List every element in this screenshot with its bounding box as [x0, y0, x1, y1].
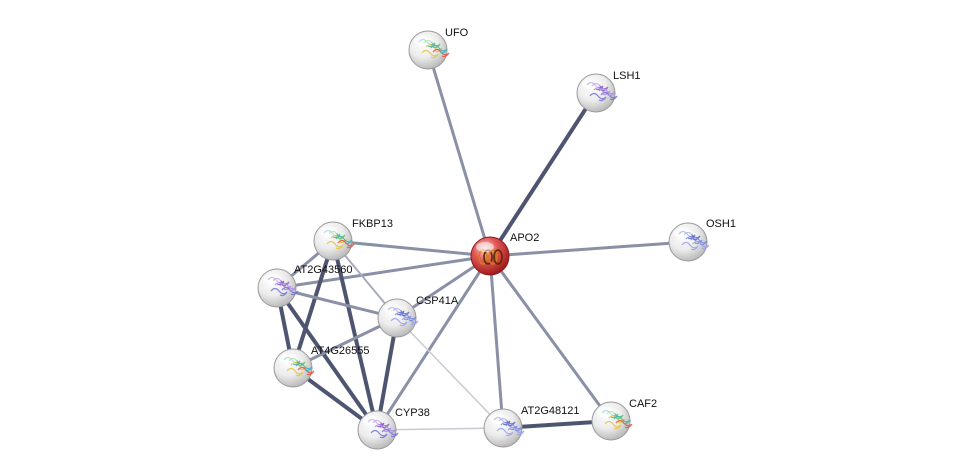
node-caf2[interactable]: CAF2	[591, 398, 657, 441]
node-gloss	[489, 414, 507, 424]
node-gloss	[383, 304, 401, 314]
node-gloss	[414, 36, 432, 46]
node-ufo[interactable]: UFO	[408, 27, 469, 70]
node-at2g48121-label: AT2G48121	[521, 405, 580, 417]
node-cyp38[interactable]: CYP38	[357, 407, 430, 450]
node-gloss	[319, 227, 337, 237]
edge-apo2-at2g43560[interactable]	[275, 254, 492, 290]
edge-at2g43560-cyp38[interactable]	[275, 286, 379, 432]
node-gloss	[363, 416, 381, 426]
node-ufo-label: UFO	[445, 27, 469, 39]
edge-apo2-at2g48121[interactable]	[488, 254, 505, 430]
protein-structure-icon	[678, 230, 710, 251]
node-fkbp13-label: FKBP13	[352, 218, 393, 230]
node-gloss	[476, 242, 494, 252]
node-lsh1-label: LSH1	[613, 70, 641, 82]
node-gloss	[597, 407, 615, 417]
node-gloss	[263, 274, 281, 284]
protein-structure-icon	[418, 38, 450, 59]
edge-apo2-fkbp13[interactable]	[331, 239, 492, 258]
node-apo2-label: APO2	[510, 232, 539, 244]
node-osh1-label: OSH1	[706, 218, 736, 230]
node-csp41a-label: CSP41A	[416, 295, 459, 307]
edge-apo2-lsh1[interactable]	[488, 91, 598, 258]
node-at2g43560-label: AT2G43560	[294, 264, 353, 276]
node-fkbp13[interactable]: FKBP13	[313, 218, 393, 261]
edge-apo2-cyp38[interactable]	[375, 254, 492, 432]
edge-csp41a-at2g48121[interactable]	[396, 317, 504, 429]
node-apo2-bubble[interactable]	[470, 236, 510, 276]
edge-apo2-caf2[interactable]	[488, 254, 613, 423]
node-gloss	[582, 79, 600, 89]
node-csp41a[interactable]: CSP41A	[377, 295, 459, 338]
node-at4g26555[interactable]: AT4G26555	[273, 345, 370, 388]
edge-fkbp13-at4g26555[interactable]	[291, 239, 335, 370]
node-cyp38-label: CYP38	[395, 407, 430, 419]
edge-cyp38-at2g48121[interactable]	[376, 427, 504, 431]
node-lsh1[interactable]: LSH1	[576, 70, 641, 113]
node-at2g43560[interactable]: AT2G43560	[257, 264, 353, 308]
edge-apo2-osh1[interactable]	[488, 240, 690, 258]
edge-fkbp13-cyp38[interactable]	[331, 239, 379, 432]
node-at4g26555-label: AT4G26555	[311, 345, 370, 357]
node-gloss	[279, 354, 297, 364]
edge-apo2-ufo[interactable]	[426, 48, 492, 258]
node-at2g48121[interactable]: AT2G48121	[483, 405, 580, 448]
node-apo2[interactable]: APO2	[470, 232, 539, 276]
node-gloss	[674, 228, 692, 238]
node-caf2-label: CAF2	[629, 398, 657, 410]
node-osh1[interactable]: OSH1	[668, 218, 736, 262]
